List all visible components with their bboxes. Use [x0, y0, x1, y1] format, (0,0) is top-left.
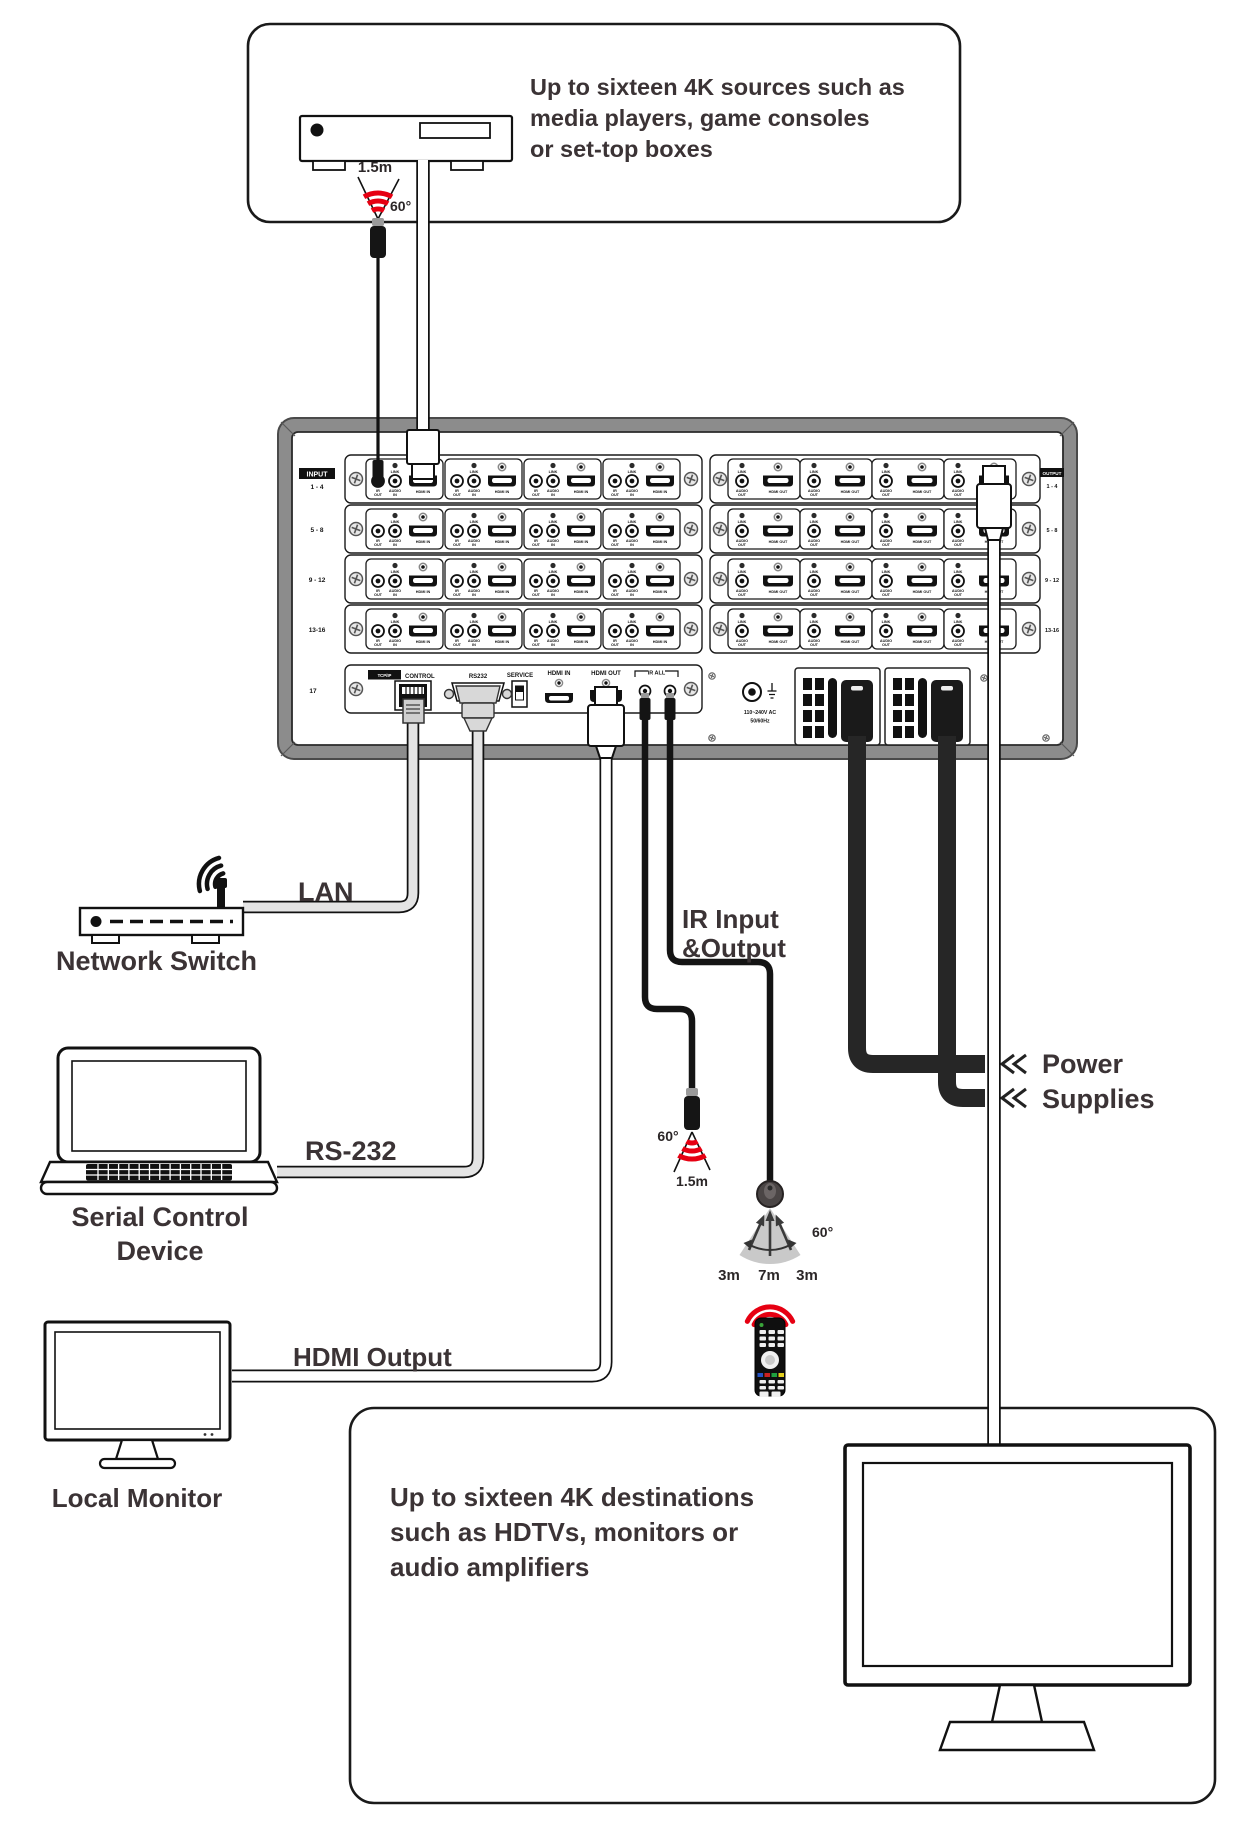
control-port-label: CONTROL [405, 674, 435, 680]
rs232-port-label: RS232 [469, 674, 488, 680]
ir-top-angle-label: 60° [390, 198, 411, 214]
serial-device-label-2: Device [116, 1236, 203, 1266]
rs232-label: RS-232 [305, 1136, 397, 1166]
hdmi-out-port-label: HDMI OUT [591, 671, 621, 677]
input-range-2: 5 - 8 [310, 527, 323, 534]
chevron-left-icon [999, 1053, 1027, 1075]
ir-plug-cap [372, 218, 384, 226]
service-port-label: SERVICE [507, 673, 533, 679]
output-range-2: 5 - 8 [1046, 528, 1057, 534]
hdmi-in-port-label: HDMI IN [548, 671, 571, 677]
destinations-text-line3: audio amplifiers [390, 1552, 589, 1582]
network-switch [78, 855, 245, 944]
input-badge: INPUT [307, 472, 329, 479]
serial-device-label-1: Serial Control [71, 1202, 248, 1232]
sources-text-line2: media players, game consoles [530, 105, 870, 131]
input-row-labels: INPUT 1 - 4 5 - 8 9 - 12 13-16 17 [299, 468, 335, 695]
monitor-screen [54, 1331, 221, 1430]
laptop [39, 1046, 279, 1196]
ir-receiver-angle-label: 60° [812, 1224, 833, 1240]
ir-mid-range-label: 1.5m [676, 1173, 708, 1189]
lan-connection: LAN Network Switch [56, 698, 425, 976]
matrix-switcher: INPUT 1 - 4 5 - 8 9 - 12 13-16 17 OUTPUT… [277, 417, 1078, 760]
power-cords: Power Supplies [848, 736, 1155, 1114]
ir-distance-mid: 7m [758, 1267, 780, 1284]
remote-control [744, 1304, 796, 1397]
ac-voltage-label: 110~240V AC [744, 710, 777, 716]
hdmi-local-connection: HDMI Output Local Monitor [43, 686, 625, 1513]
laptop-screen [71, 1060, 247, 1152]
ir-mid-angle-label: 60° [657, 1128, 678, 1144]
hdmi-output-label: HDMI Output [293, 1342, 452, 1372]
hdmi-connector-output [982, 465, 1006, 485]
output-badge: OUTPUT [1043, 471, 1062, 476]
hdmi-connector [406, 429, 440, 465]
db9-connector [443, 685, 513, 732]
tv-screen [861, 1461, 1174, 1668]
input-range-4: 13-16 [309, 627, 326, 634]
network-switch-label: Network Switch [56, 946, 257, 976]
output-range-4: 13-16 [1045, 628, 1059, 634]
ir-distance-right: 3m [796, 1267, 818, 1284]
tv-display [843, 1443, 1192, 1752]
ir-emitter-mid: 60° 1.5m [657, 1088, 711, 1189]
power-label-2: Supplies [1042, 1084, 1155, 1114]
hdmi-tv-cable [976, 465, 1012, 1452]
ir-all-label: IR ALL [648, 671, 666, 677]
ir-io-label-2: &Output [682, 933, 786, 963]
local-monitor-label: Local Monitor [52, 1483, 222, 1513]
ac-freq-label: 50/60Hz [750, 719, 770, 725]
ir-io-label-1: IR Input [682, 904, 779, 934]
output-range-1: 1 - 4 [1046, 484, 1058, 490]
ir-plug-out [664, 698, 676, 720]
output-row-labels: OUTPUT 1 - 4 5 - 8 9 - 12 13-16 [1040, 468, 1064, 634]
destinations-text-line1: Up to sixteen 4K destinations [390, 1482, 754, 1512]
input-range-1: 1 - 4 [310, 484, 323, 491]
input-range-3: 9 - 12 [309, 577, 326, 584]
ground-icon [767, 683, 777, 699]
sources-text-line1: Up to sixteen 4K sources such as [530, 74, 905, 100]
control-badge: TCP/IP [378, 673, 392, 678]
power-section: 110~240V AC 50/60Hz [708, 667, 1050, 746]
local-monitor [43, 1320, 232, 1470]
ir-plug-in [639, 698, 651, 720]
ir-distance-left: 3m [718, 1267, 740, 1284]
ir-top-range-label: 1.5m [358, 159, 392, 176]
ir-emitter-top: 1.5m 60° [357, 159, 411, 486]
ir-connections: IR Input &Output 60° 1.5m 60° 3m 7m 3m [639, 693, 833, 1397]
destinations-text-line2: such as HDTVs, monitors or [390, 1517, 738, 1547]
rj45-connector [402, 698, 425, 724]
chevron-left-icon-2 [999, 1087, 1027, 1109]
sources-text-line3: or set-top boxes [530, 136, 713, 162]
disc-slot [419, 122, 491, 139]
output-range-3: 9 - 12 [1045, 578, 1059, 584]
ir-receiver-eye: 60° 3m 7m 3m [718, 1180, 833, 1284]
power-led [310, 123, 324, 137]
antenna [217, 886, 225, 908]
row17-label: 17 [309, 688, 317, 695]
hdmi-connector-17 [587, 686, 625, 759]
media-player [298, 114, 514, 171]
power-label-1: Power [1042, 1049, 1124, 1079]
usb-service-port [511, 680, 528, 708]
keyboard [86, 1164, 232, 1181]
rs232-connection: RS-232 Serial Control Device [39, 685, 513, 1266]
ir-plug-body [370, 226, 386, 258]
hdmi-source-cable [406, 160, 440, 480]
lan-label: LAN [298, 877, 354, 907]
